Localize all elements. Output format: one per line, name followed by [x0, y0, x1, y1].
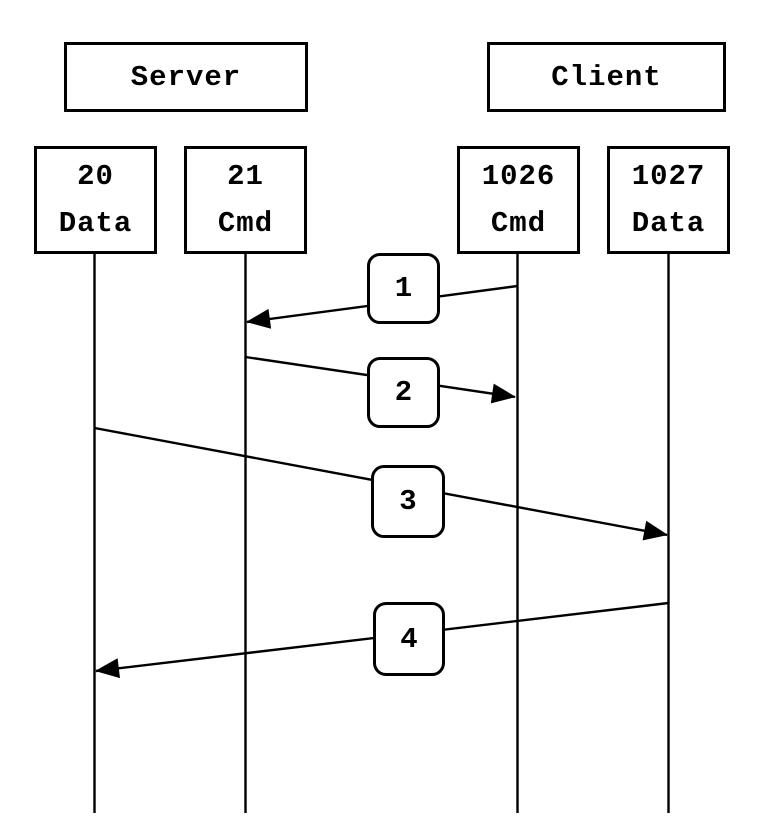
arrowhead-right-icon-message-3: [642, 520, 668, 541]
port-role: Data: [631, 207, 706, 240]
message-number: 3: [399, 485, 417, 518]
port-box-1027-data: 1027 Data: [607, 146, 730, 254]
port-number: 1026: [481, 160, 556, 193]
arrowhead-left-icon-message-4: [95, 658, 120, 679]
port-number: 20: [77, 160, 114, 193]
message-number: 4: [400, 622, 418, 656]
message-badge-4: 4: [373, 602, 445, 676]
message-number: 2: [394, 376, 413, 409]
port-role: Cmd: [490, 207, 547, 240]
client-title: Client: [551, 60, 662, 94]
arrowhead-right-icon-message-2: [490, 383, 516, 404]
message-badge-3: 3: [371, 465, 445, 538]
arrowhead-left-icon-message-1: [246, 308, 272, 329]
port-number: 21: [227, 160, 264, 193]
port-number: 1027: [631, 160, 706, 193]
client-header-box: Client: [487, 42, 726, 112]
message-number: 1: [394, 272, 413, 305]
port-box-20-data: 20 Data: [34, 146, 157, 254]
message-badge-2: 2: [367, 357, 440, 428]
port-box-1026-cmd: 1026 Cmd: [457, 146, 580, 254]
port-box-21-cmd: 21 Cmd: [184, 146, 307, 254]
server-title: Server: [130, 60, 242, 94]
message-badge-1: 1: [367, 253, 440, 324]
port-role: Cmd: [217, 207, 274, 240]
port-role: Data: [58, 207, 133, 240]
server-header-box: Server: [64, 42, 308, 112]
